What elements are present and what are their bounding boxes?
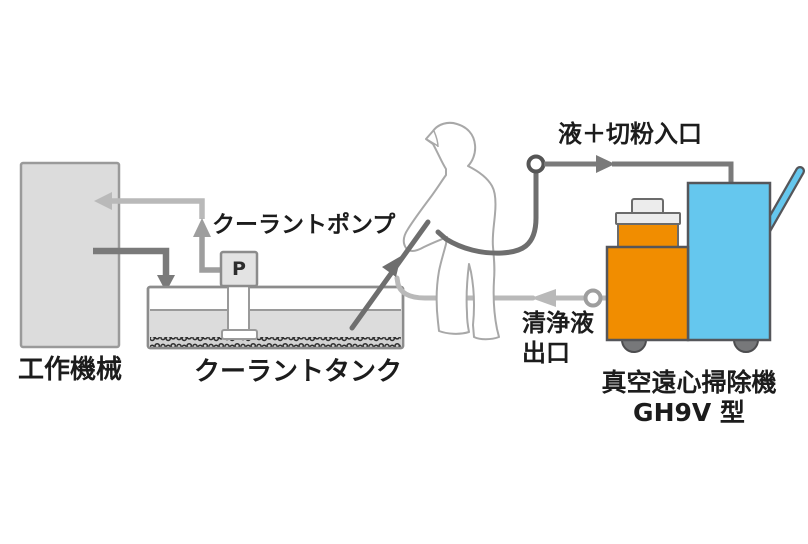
inlet-pipe (544, 161, 734, 184)
outlet-hose-arrowhead (531, 289, 556, 307)
inlet-pipe-arrowhead (596, 155, 615, 173)
cap-brim-line (427, 139, 439, 147)
outlet-label-line2: 出口 (522, 339, 570, 367)
suction-arrowhead (382, 256, 401, 277)
coolant-tank (146, 285, 405, 350)
cleaner-name: 真空遠心掃除機 (601, 368, 777, 397)
outlet-hose (394, 275, 611, 301)
return-to-machine-arrowhead (94, 192, 112, 210)
pump-intake-pipe (227, 284, 250, 334)
inlet-hose (435, 169, 539, 256)
worker-figure (402, 121, 500, 341)
cleaner-label: 真空遠心掃除機 GH9V 型 (586, 368, 792, 428)
pump-intake-foot (221, 329, 258, 340)
cleaner-small-tank (617, 223, 679, 249)
inlet-label: 液＋切粉入口 (558, 120, 702, 148)
coolant-tank-label: クーラントタンク (193, 357, 402, 387)
cleaner-lid (615, 212, 681, 225)
outlet-label-line1: 清浄液 (522, 309, 594, 337)
return-to-machine-pipe (108, 198, 205, 219)
outlet-label: 清浄液 出口 (522, 308, 594, 368)
cleaner-orange-unit (605, 245, 690, 342)
machine-to-tank-pipe (93, 247, 170, 276)
machine-to-tank-arrowhead (157, 275, 175, 292)
outlet-port-circle (583, 288, 603, 308)
sludge-layer (150, 337, 401, 347)
cleaner-blue-unit (686, 181, 772, 342)
coolant-pump-label: クーラントポンプ (212, 212, 396, 238)
pump-box (219, 250, 259, 288)
machine-tool-label: 工作機械 (17, 355, 122, 385)
pump-discharge-pipe (199, 235, 222, 273)
inlet-port-circle (526, 154, 546, 174)
pump-symbol-label: P (232, 258, 246, 280)
cleaner-unit (605, 166, 805, 353)
cleaner-model: GH9V 型 (633, 398, 745, 427)
cap-edge-line (433, 130, 439, 148)
suction-wand (349, 219, 431, 331)
pump-discharge-arrowhead (193, 218, 211, 237)
machine-tool-box (19, 161, 121, 349)
